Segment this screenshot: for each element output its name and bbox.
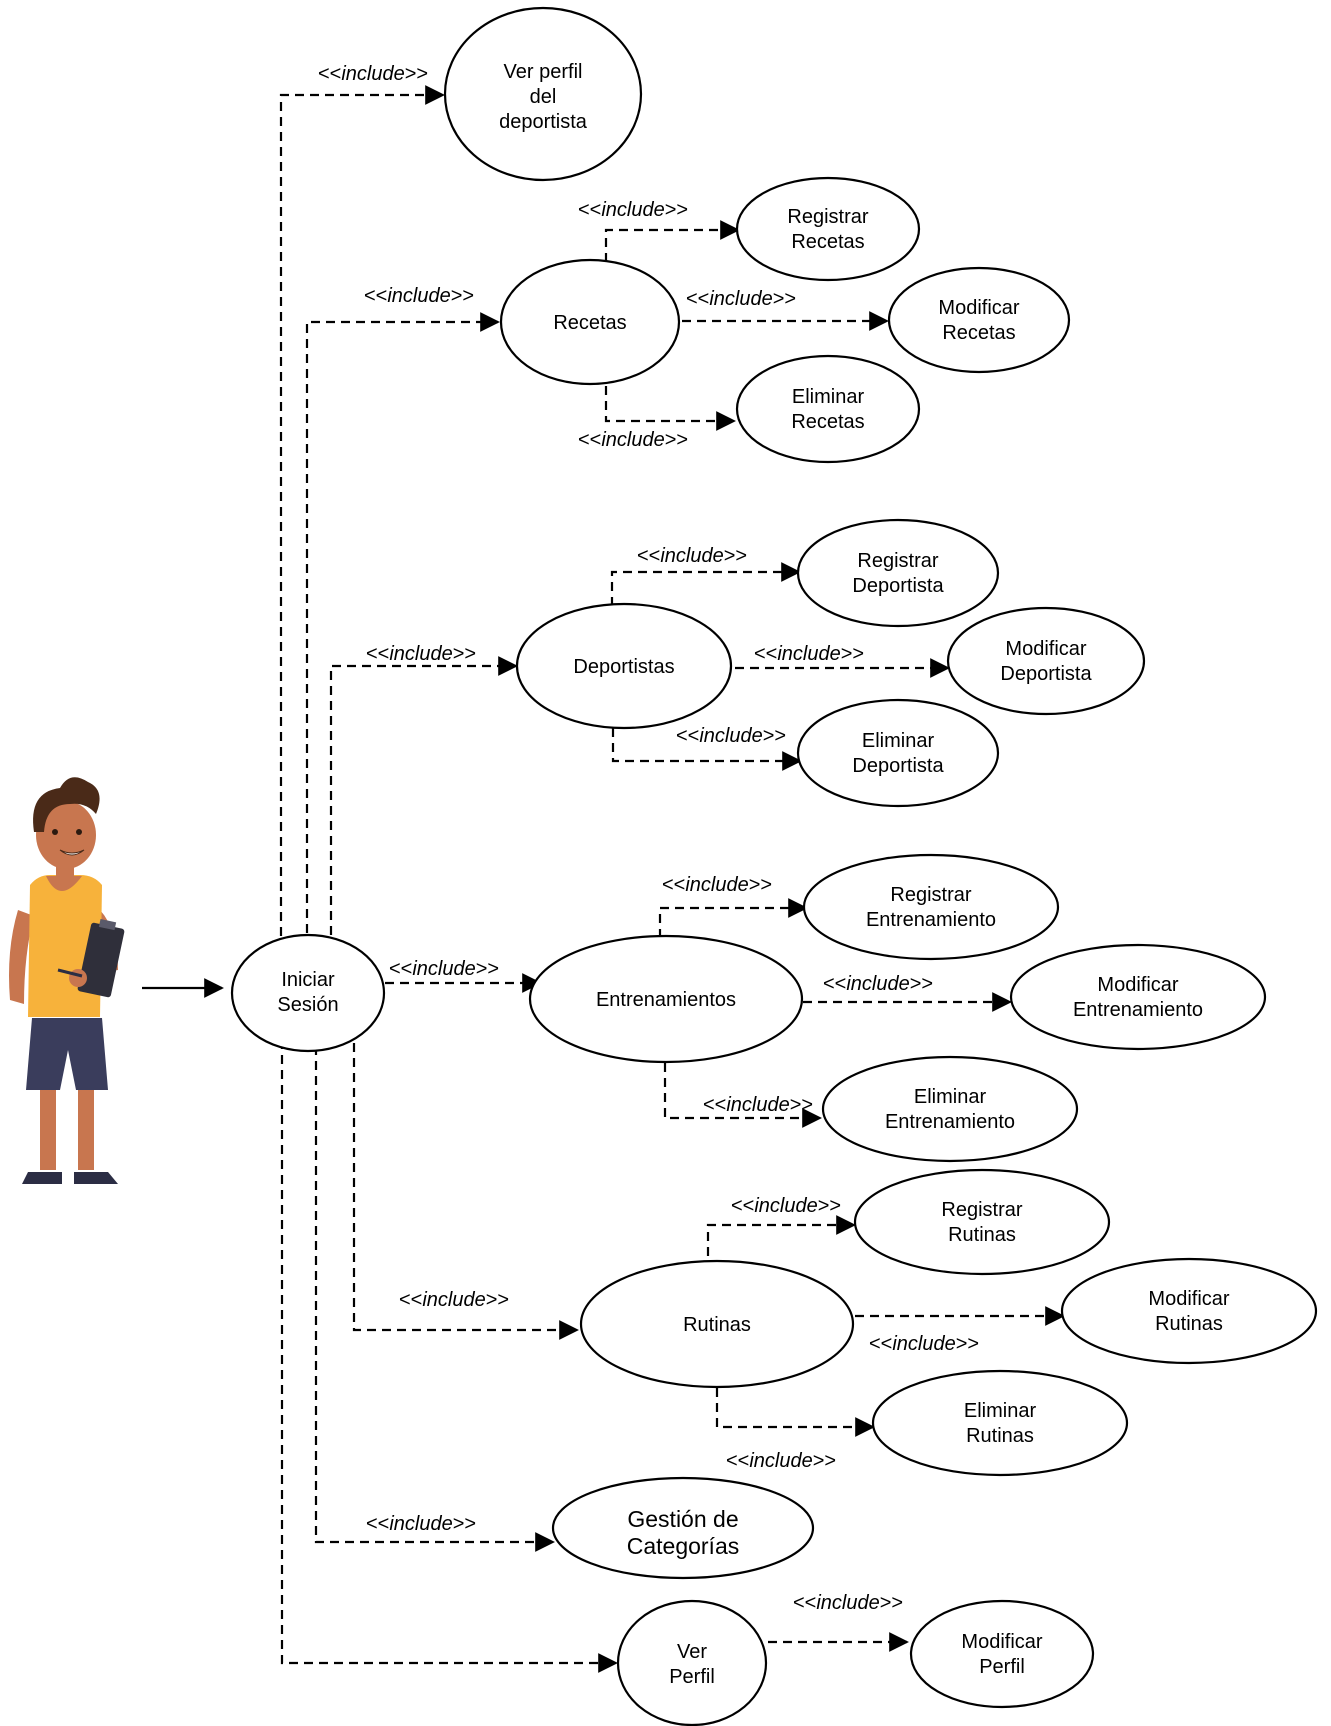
- include-stereotype-label: <<include>>: [364, 285, 474, 307]
- use-case-modificar-perfil[interactable]: Modificar Perfil: [909, 1599, 1095, 1709]
- svg-text:Rutinas: Rutinas: [683, 1314, 751, 1336]
- svg-text:Recetas: Recetas: [791, 411, 864, 433]
- use-case-ver-perfil[interactable]: Ver Perfil: [616, 1599, 768, 1726]
- svg-text:Deportista: Deportista: [852, 755, 944, 777]
- include-stereotype-label: <<include>>: [676, 725, 786, 747]
- svg-text:Recetas: Recetas: [553, 312, 626, 334]
- include-stereotype-label: <<include>>: [366, 643, 476, 665]
- use-case-eliminar-rutinas[interactable]: Eliminar Rutinas: [871, 1369, 1129, 1477]
- use-case-modificar-rutinas[interactable]: Modificar Rutinas: [1060, 1257, 1318, 1365]
- include-stereotype-label: <<include>>: [318, 63, 428, 85]
- svg-text:Eliminar: Eliminar: [914, 1086, 987, 1108]
- use-case-ver-perfil-deportista[interactable]: Ver perfil del deportista: [443, 6, 643, 182]
- include-rutinas: [352, 1043, 579, 1340]
- include-eliminar-recetas: [604, 386, 736, 431]
- include-recetas: [305, 312, 500, 933]
- svg-text:Rutinas: Rutinas: [966, 1425, 1034, 1447]
- svg-text:Gestión de: Gestión de: [627, 1506, 738, 1532]
- svg-text:del: del: [530, 86, 557, 108]
- actor-athlete-icon: [9, 777, 125, 1184]
- svg-text:Rutinas: Rutinas: [1155, 1313, 1223, 1335]
- svg-text:Eliminar: Eliminar: [862, 730, 935, 752]
- use-case-registrar-rutinas[interactable]: Registrar Rutinas: [853, 1168, 1111, 1276]
- include-registrar-rutinas: [706, 1215, 856, 1256]
- include-registrar-deportista: [610, 562, 801, 606]
- include-stereotype-label: <<include>>: [389, 958, 499, 980]
- include-stereotype-label: <<include>>: [578, 429, 688, 451]
- use-case-iniciar-sesion[interactable]: Iniciar Sesión: [230, 933, 386, 1053]
- svg-text:Entrenamientos: Entrenamientos: [596, 989, 736, 1011]
- use-case-entrenamientos[interactable]: Entrenamientos: [528, 934, 804, 1064]
- svg-text:Registrar: Registrar: [941, 1199, 1022, 1221]
- include-stereotype-label: <<include>>: [731, 1195, 841, 1217]
- include-deportistas: [329, 656, 518, 935]
- svg-text:Deportistas: Deportistas: [573, 656, 674, 678]
- svg-text:Ver perfil: Ver perfil: [504, 61, 583, 83]
- include-eliminar-entrenamiento: [663, 1063, 822, 1128]
- use-case-eliminar-entrenamiento[interactable]: Eliminar Entrenamiento: [821, 1055, 1079, 1163]
- svg-text:Modificar: Modificar: [961, 1631, 1042, 1653]
- include-registrar-entrenamiento: [658, 898, 808, 938]
- svg-text:Registrar: Registrar: [890, 884, 971, 906]
- include-eliminar-rutinas: [715, 1388, 875, 1437]
- include-stereotype-label: <<include>>: [869, 1333, 979, 1355]
- include-stereotype-label: <<include>>: [686, 288, 796, 310]
- svg-text:Modificar: Modificar: [1148, 1288, 1229, 1310]
- use-case-modificar-recetas[interactable]: Modificar Recetas: [887, 266, 1071, 374]
- svg-text:Sesión: Sesión: [277, 994, 338, 1016]
- svg-text:Modificar: Modificar: [938, 297, 1019, 319]
- include-stereotype-label: <<include>>: [754, 643, 864, 665]
- use-case-rutinas[interactable]: Rutinas: [579, 1259, 855, 1389]
- use-case-registrar-entrenamiento[interactable]: Registrar Entrenamiento: [802, 853, 1060, 961]
- svg-text:Deportista: Deportista: [1000, 663, 1092, 685]
- svg-text:Eliminar: Eliminar: [964, 1400, 1037, 1422]
- svg-text:Perfil: Perfil: [669, 1666, 715, 1688]
- use-case-eliminar-recetas[interactable]: Eliminar Recetas: [735, 354, 921, 464]
- use-case-registrar-recetas[interactable]: Registrar Recetas: [735, 176, 921, 282]
- include-stereotype-label: <<include>>: [578, 199, 688, 221]
- use-case-modificar-entrenamiento[interactable]: Modificar Entrenamiento: [1009, 943, 1267, 1051]
- svg-text:Entrenamiento: Entrenamiento: [1073, 999, 1203, 1021]
- svg-text:Categorías: Categorías: [627, 1533, 740, 1559]
- use-case-deportistas[interactable]: Deportistas: [515, 602, 733, 730]
- svg-text:Ver: Ver: [677, 1641, 707, 1663]
- svg-text:Registrar: Registrar: [857, 550, 938, 572]
- use-case-registrar-deportista[interactable]: Registrar Deportista: [796, 518, 1000, 628]
- svg-text:Deportista: Deportista: [852, 575, 944, 597]
- svg-text:Registrar: Registrar: [787, 206, 868, 228]
- svg-text:Entrenamiento: Entrenamiento: [885, 1111, 1015, 1133]
- svg-text:Eliminar: Eliminar: [792, 386, 865, 408]
- svg-text:Modificar: Modificar: [1097, 974, 1178, 996]
- svg-text:Rutinas: Rutinas: [948, 1224, 1016, 1246]
- use-case-gestion-categorias[interactable]: Gestión de Categorías: [551, 1476, 815, 1580]
- svg-text:Recetas: Recetas: [942, 322, 1015, 344]
- include-eliminar-deportista: [611, 728, 802, 771]
- svg-text:Perfil: Perfil: [979, 1656, 1025, 1678]
- include-stereotype-label: <<include>>: [662, 874, 772, 896]
- svg-text:Entrenamiento: Entrenamiento: [866, 909, 996, 931]
- include-stereotype-label: <<include>>: [793, 1592, 903, 1614]
- include-ver-perfil: [280, 1040, 618, 1673]
- include-stereotype-label: <<include>>: [726, 1450, 836, 1472]
- include-registrar-recetas: [604, 220, 740, 262]
- svg-text:deportista: deportista: [499, 111, 588, 133]
- include-stereotype-label: <<include>>: [823, 973, 933, 995]
- svg-text:Modificar: Modificar: [1005, 638, 1086, 660]
- include-ver-perfil-deportista: [279, 85, 445, 936]
- include-stereotype-label: <<include>>: [703, 1094, 813, 1116]
- use-case-modificar-deportista[interactable]: Modificar Deportista: [946, 606, 1146, 716]
- include-stereotype-label: <<include>>: [399, 1289, 509, 1311]
- include-gestion-categorias: [314, 1046, 555, 1552]
- svg-text:Iniciar: Iniciar: [281, 969, 335, 991]
- use-case-recetas[interactable]: Recetas: [499, 258, 681, 386]
- include-stereotype-label: <<include>>: [637, 545, 747, 567]
- use-case-eliminar-deportista[interactable]: Eliminar Deportista: [796, 698, 1000, 808]
- include-stereotype-label: <<include>>: [366, 1513, 476, 1535]
- svg-text:Recetas: Recetas: [791, 231, 864, 253]
